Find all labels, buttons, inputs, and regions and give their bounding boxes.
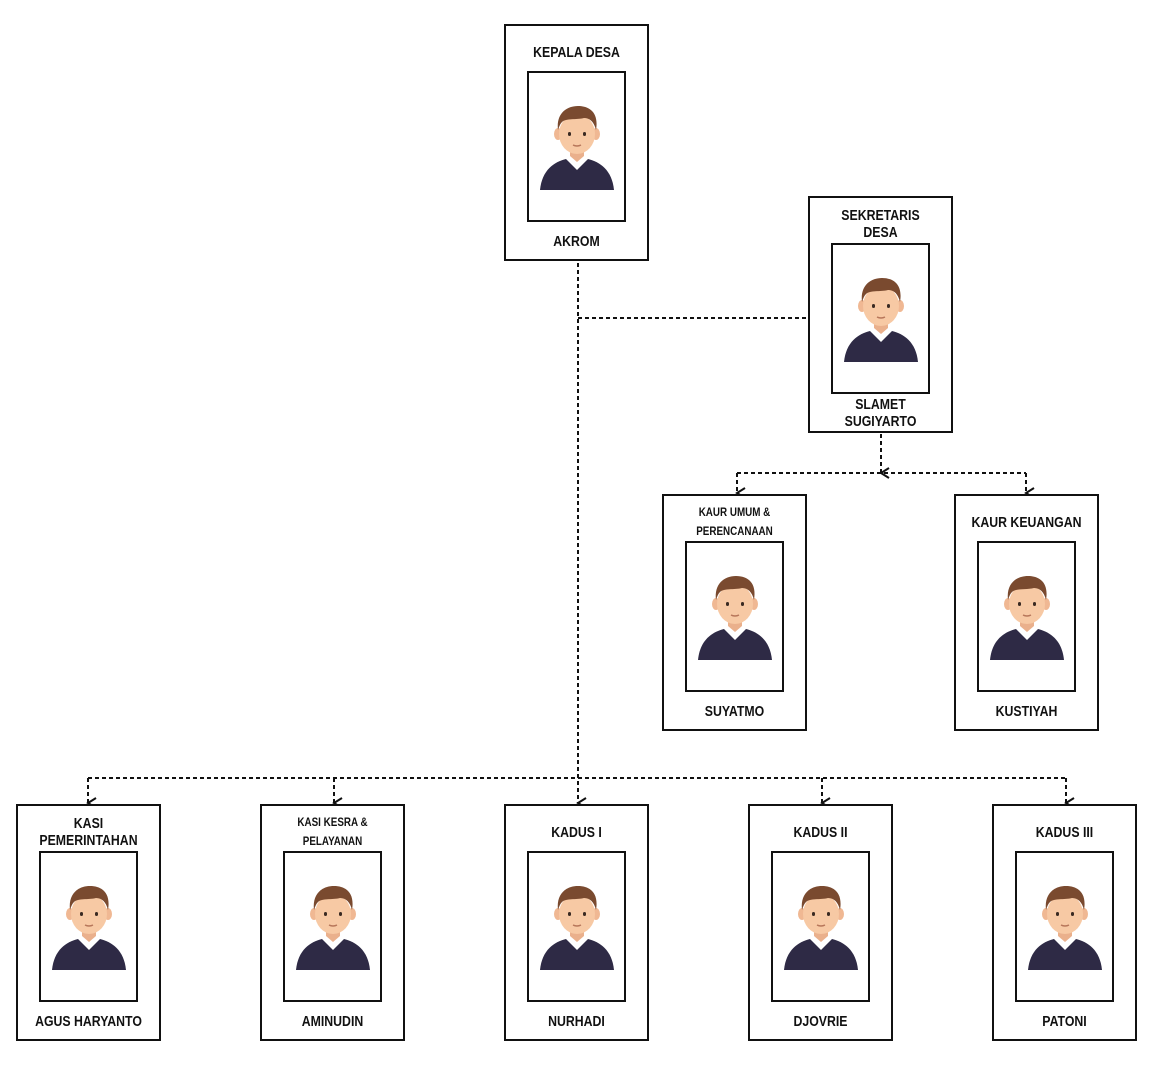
photo-frame [527, 71, 626, 222]
person-avatar-icon [1026, 884, 1104, 970]
card-kadus-2: KADUS II DJOVRIE [748, 804, 893, 1041]
card-name: DJOVRIE [793, 1012, 848, 1030]
photo-frame [527, 851, 626, 1002]
card-kaur-umum: KAUR UMUM & PERENCANAAN SUYATMO [662, 494, 807, 731]
card-name: SUYATMO [704, 702, 765, 720]
card-kasi-kesra: KASI KESRA & PELAYANAN AMINUDIN [260, 804, 405, 1041]
photo-frame [1015, 851, 1114, 1002]
card-title: KAUR KEUANGAN [971, 513, 1082, 531]
card-name: AGUS HARYANTO [35, 1012, 142, 1030]
card-name: AKROM [553, 232, 600, 250]
photo-frame [977, 541, 1076, 692]
card-kadus-1: KADUS I NURHADI [504, 804, 649, 1041]
card-title: KAUR UMUM & PERENCANAAN [696, 505, 773, 538]
photo-frame [685, 541, 784, 692]
photo-frame [831, 243, 930, 394]
person-avatar-icon [50, 884, 128, 970]
card-kepala-desa: KEPALA DESA AKROM [504, 24, 649, 261]
photo-frame [771, 851, 870, 1002]
photo-frame [283, 851, 382, 1002]
card-name: SLAMET SUGIYARTO [844, 396, 917, 430]
card-title: SEKRETARIS DESA [841, 207, 920, 241]
card-title: KEPALA DESA [533, 43, 620, 61]
person-avatar-icon [782, 884, 860, 970]
card-name: NURHADI [548, 1012, 605, 1030]
card-title: KADUS II [793, 823, 848, 841]
card-name: KUSTIYAH [995, 702, 1058, 720]
card-title: KASI KESRA & PELAYANAN [297, 815, 368, 848]
card-name: PATONI [1042, 1012, 1087, 1030]
card-kadus-3: KADUS III PATONI [992, 804, 1137, 1041]
card-title: KADUS III [1035, 823, 1094, 841]
person-avatar-icon [538, 104, 616, 190]
person-avatar-icon [294, 884, 372, 970]
photo-frame [39, 851, 138, 1002]
card-sekretaris-desa: SEKRETARIS DESA SLAMET SUGIYARTO [808, 196, 953, 433]
card-kaur-keuangan: KAUR KEUANGAN KUSTIYAH [954, 494, 1099, 731]
card-name: AMINUDIN [301, 1012, 364, 1030]
person-avatar-icon [538, 884, 616, 970]
card-title: KADUS I [551, 823, 602, 841]
card-title: KASI PEMERINTAHAN [39, 815, 138, 849]
card-kasi-pemerintahan: KASI PEMERINTAHAN AGUS HARYANTO [16, 804, 161, 1041]
person-avatar-icon [696, 574, 774, 660]
person-avatar-icon [842, 276, 920, 362]
person-avatar-icon [988, 574, 1066, 660]
